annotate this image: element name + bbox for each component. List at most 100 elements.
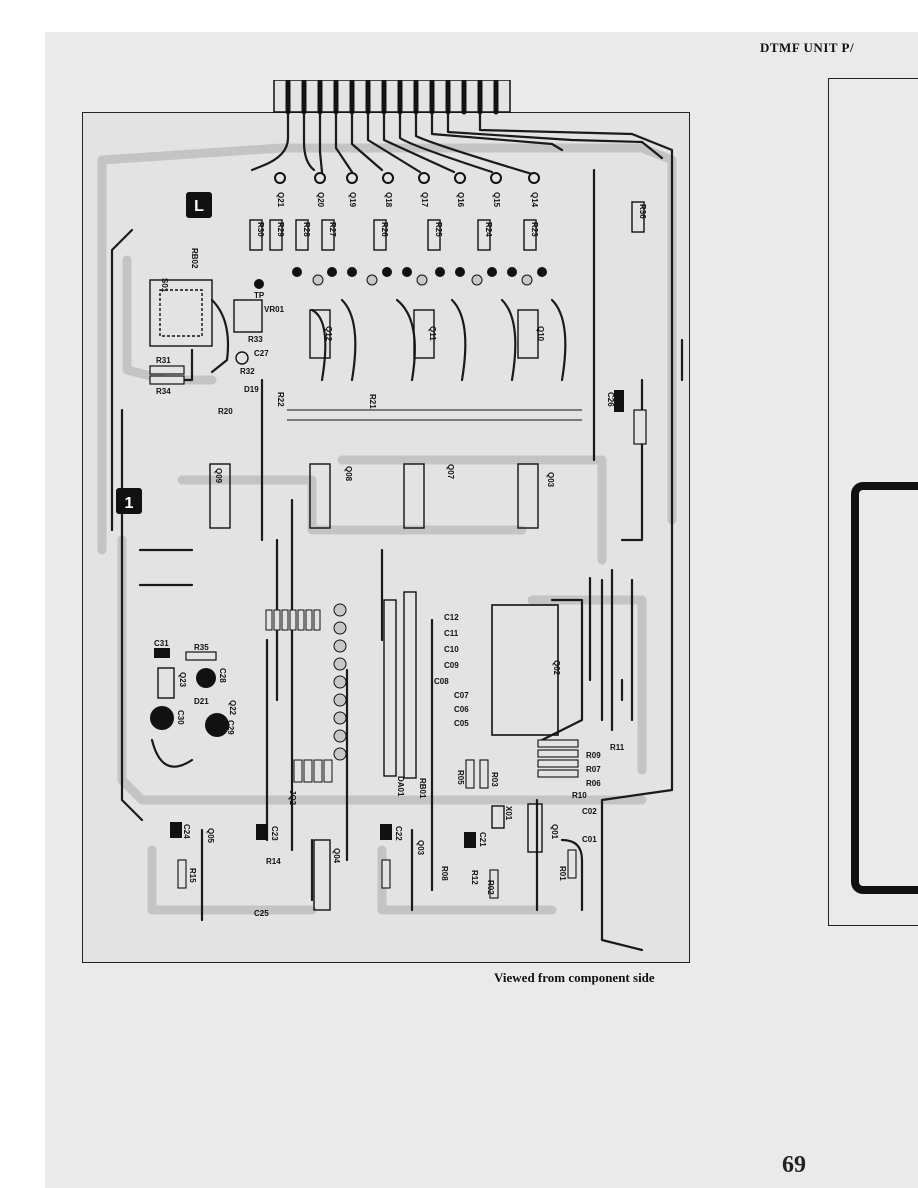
- label-q23: Q23: [178, 672, 187, 688]
- label-c22: C22: [394, 826, 403, 841]
- pcb-layout-diagram: Q21 Q20 Q19 Q18 Q17 Q16 Q15 Q14 R30 R29 …: [97, 80, 684, 952]
- capacitor-c24: [170, 822, 182, 838]
- label-q17: Q17: [420, 192, 429, 208]
- label-r02: R02: [486, 880, 495, 895]
- label-r10: R10: [572, 791, 587, 800]
- label-r25: R25: [434, 222, 443, 237]
- resistor-row-top: [249, 201, 645, 251]
- resistor-r15: [177, 859, 187, 889]
- label-r03: R03: [490, 772, 499, 787]
- switch-s01: [149, 279, 213, 347]
- label-q18: Q18: [384, 192, 393, 208]
- label-q11: Q11: [428, 326, 437, 341]
- label-c08: C08: [434, 677, 449, 686]
- pad-r32: [235, 351, 249, 365]
- label-r23: R23: [530, 222, 539, 237]
- label-r14: R14: [266, 857, 281, 866]
- label-q01: Q01: [550, 824, 559, 840]
- capacitor-c21: [464, 832, 476, 848]
- label-c25: C25: [254, 909, 269, 918]
- label-c30: C30: [176, 710, 185, 725]
- transistor-q23: [157, 667, 175, 699]
- label-r29: R29: [276, 222, 285, 237]
- label-r33: R33: [248, 335, 263, 344]
- resistor-r01: [567, 849, 577, 879]
- label-r36: R36: [638, 204, 647, 219]
- label-r22: R22: [276, 392, 285, 407]
- diode-row: [287, 409, 582, 421]
- module-da01: [383, 599, 397, 777]
- capacitor-c31: [154, 648, 170, 658]
- capacitor-c22: [380, 824, 392, 840]
- label-r34: R34: [156, 387, 171, 396]
- label-rb01: RB01: [418, 778, 427, 799]
- label-c21: C21: [478, 832, 487, 847]
- label-r07: R07: [586, 765, 601, 774]
- label-q22: Q22: [228, 700, 237, 716]
- resistor-r05: [465, 759, 475, 789]
- label-q21: Q21: [276, 192, 285, 208]
- transistor-row-top: [274, 172, 540, 184]
- marker-1: 1: [116, 488, 142, 514]
- label-q04: Q04: [332, 848, 341, 864]
- label-q10: Q10: [536, 326, 545, 342]
- label-c07: C07: [454, 691, 469, 700]
- label-r08: R08: [440, 866, 449, 881]
- label-d19: D19: [244, 385, 259, 394]
- capacitor-c28: [196, 668, 216, 688]
- label-r24: R24: [484, 222, 493, 237]
- label-c01: C01: [582, 835, 597, 844]
- label-q12: Q12: [324, 326, 333, 342]
- label-c24: C24: [182, 824, 191, 839]
- label-r06: R06: [586, 779, 601, 788]
- crystal-x01: [491, 805, 505, 829]
- adjacent-panel-outline: [851, 482, 918, 894]
- label-r20: R20: [218, 407, 233, 416]
- diagram-caption: Viewed from component side: [494, 970, 655, 985]
- label-r01: R01: [558, 866, 567, 881]
- transistor-labels-top: Q21 Q20 Q19 Q18 Q17 Q16 Q15 Q14: [276, 192, 539, 208]
- label-c26: C26: [606, 392, 615, 407]
- label-q03-top: Q03: [546, 472, 555, 488]
- module-rb01: [403, 591, 417, 779]
- resistor-r34: [149, 375, 185, 385]
- scan-margin: [0, 0, 45, 1188]
- label-r21: R21: [368, 394, 377, 409]
- label-r28: R28: [302, 222, 311, 237]
- label-s01: S01: [160, 278, 169, 293]
- label-q05: Q05: [206, 828, 215, 844]
- label-c02: C02: [582, 807, 597, 816]
- resistor-r35: [185, 651, 217, 661]
- label-da01: DA01: [396, 776, 405, 797]
- label-r30: R30: [256, 222, 265, 237]
- edge-connector: [273, 80, 511, 115]
- label-r31: R31: [156, 356, 171, 365]
- page-header-title: DTMF UNIT P/: [760, 40, 855, 55]
- trimmer-vr01: [233, 299, 263, 333]
- label-x01: X01: [504, 806, 513, 821]
- ic-q04: [313, 839, 331, 911]
- label-c28: C28: [218, 668, 227, 683]
- label-r35: R35: [194, 643, 209, 652]
- ic-q02: [491, 604, 559, 736]
- label-c11: C11: [444, 629, 459, 638]
- label-q15: Q15: [492, 192, 501, 208]
- label-r05: R05: [456, 770, 465, 785]
- label-jq2: JQ2: [288, 790, 297, 806]
- label-tp: TP: [254, 291, 265, 300]
- capacitor-c30: [150, 706, 174, 730]
- resistor-r03: [479, 759, 489, 789]
- label-q09: Q09: [214, 468, 223, 484]
- label-r09: R09: [586, 751, 601, 760]
- adjacent-panel-frame: [828, 78, 918, 926]
- capacitor-column: C12 C11 C10 C09 C08 C07 C06 C05: [434, 613, 469, 728]
- label-r32: R32: [240, 367, 255, 376]
- resistor-r02: [489, 869, 499, 899]
- resistor-r31: [149, 365, 185, 375]
- label-c06: C06: [454, 705, 469, 714]
- label-q19: Q19: [348, 192, 357, 208]
- ic-q01: [527, 803, 543, 853]
- label-vr01: VR01: [264, 305, 285, 314]
- ic-upper-row: [209, 309, 539, 529]
- label-q07: Q07: [446, 464, 455, 480]
